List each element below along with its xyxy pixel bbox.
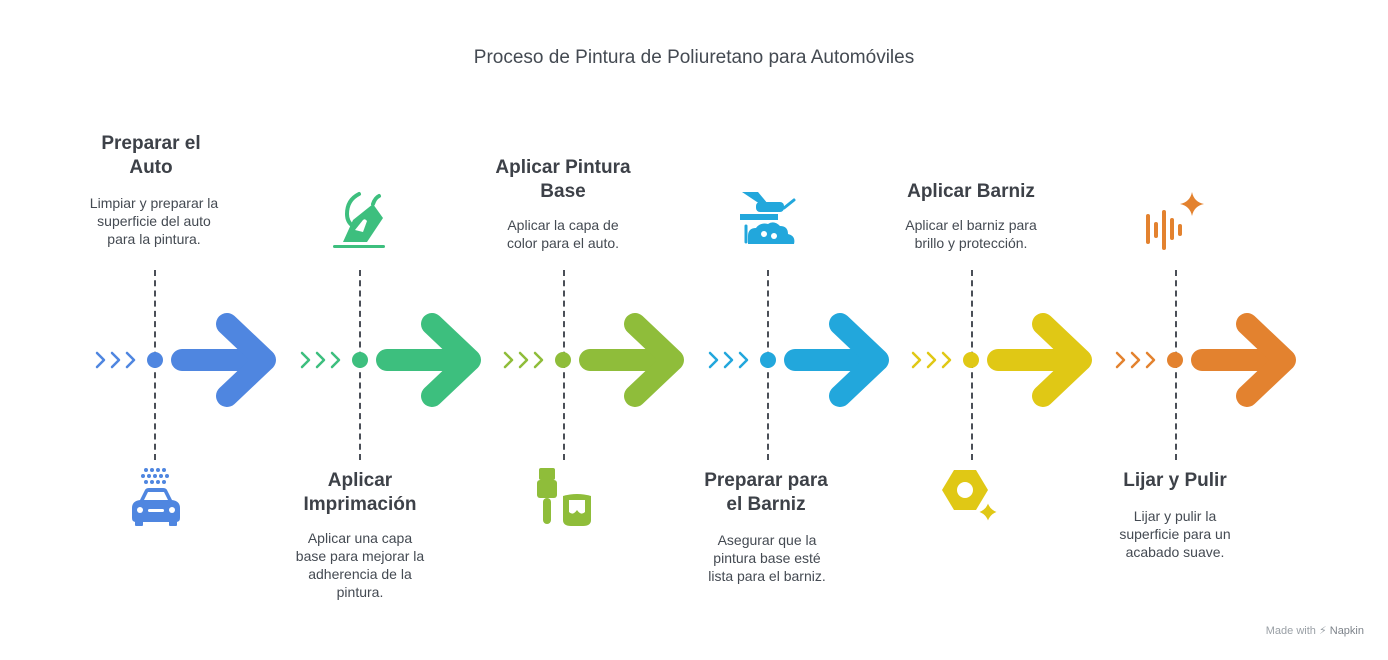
- spray-clean-icon: [738, 190, 798, 250]
- step-title: Preparar para el Barniz: [704, 470, 828, 515]
- chevron-icon: [723, 351, 734, 369]
- shine-nut-icon: [940, 466, 1000, 526]
- step-description: Lijar y pulir la superficie para un acab…: [1119, 508, 1231, 560]
- made-with-watermark: Made with ⚡︎ Napkin: [1266, 624, 1364, 637]
- chevron-icon: [315, 351, 326, 369]
- chevron-icon: [738, 351, 749, 369]
- step-title: Aplicar Imprimación: [303, 470, 417, 515]
- step-node: [760, 352, 776, 368]
- primer-pour-icon: [329, 190, 389, 250]
- step-description: Limpiar y preparar la superficie del aut…: [89, 195, 219, 247]
- step-node: [352, 352, 368, 368]
- chevron-icon: [95, 351, 106, 369]
- arrow-head-icon: [216, 313, 276, 407]
- chevron-icon: [533, 351, 544, 369]
- step-node: [147, 352, 163, 368]
- polish-sparkle-icon: [1144, 190, 1204, 250]
- step-description: Asegurar que la pintura base esté lista …: [708, 532, 826, 584]
- chevron-icon: [125, 351, 136, 369]
- diagram-title: Proceso de Pintura de Poliuretano para A…: [473, 47, 915, 68]
- step-title: Preparar el Auto: [101, 133, 201, 178]
- chevron-icon: [330, 351, 341, 369]
- step-description: Aplicar la capa de color para el auto.: [506, 217, 620, 251]
- arrow-head-icon: [624, 313, 684, 407]
- chevron-icon: [503, 351, 514, 369]
- chevron-icon: [1115, 351, 1126, 369]
- arrow-head-icon: [421, 313, 481, 407]
- car-wash-icon: [126, 466, 186, 526]
- step-description: Aplicar una capa base para mejorar la ad…: [295, 530, 425, 600]
- chevron-icon: [110, 351, 121, 369]
- chevron-icon: [1145, 351, 1156, 369]
- chevron-icon: [926, 351, 937, 369]
- napkin-logo-icon: ⚡︎: [1318, 625, 1327, 637]
- chevron-icon: [911, 351, 922, 369]
- watermark-brand: Napkin: [1329, 625, 1364, 637]
- arrow-head-icon: [829, 313, 889, 407]
- step-title: Lijar y Pulir: [1123, 470, 1227, 491]
- step-node: [1167, 352, 1183, 368]
- chevron-icon: [1130, 351, 1141, 369]
- step-title: Aplicar Pintura Base: [495, 157, 631, 202]
- paint-brush-bucket-icon: [533, 466, 593, 526]
- arrow-head-icon: [1032, 313, 1092, 407]
- chevron-icon: [300, 351, 311, 369]
- step-node: [555, 352, 571, 368]
- chevron-icon: [518, 351, 529, 369]
- process-flow: [95, 313, 1296, 407]
- step-node: [963, 352, 979, 368]
- chevron-icon: [941, 351, 952, 369]
- arrow-head-icon: [1236, 313, 1296, 407]
- step-description: Aplicar el barniz para brillo y protecci…: [905, 217, 1037, 251]
- watermark-prefix: Made with: [1265, 625, 1316, 637]
- step-title: Aplicar Barniz: [907, 181, 1035, 202]
- chevron-icon: [708, 351, 719, 369]
